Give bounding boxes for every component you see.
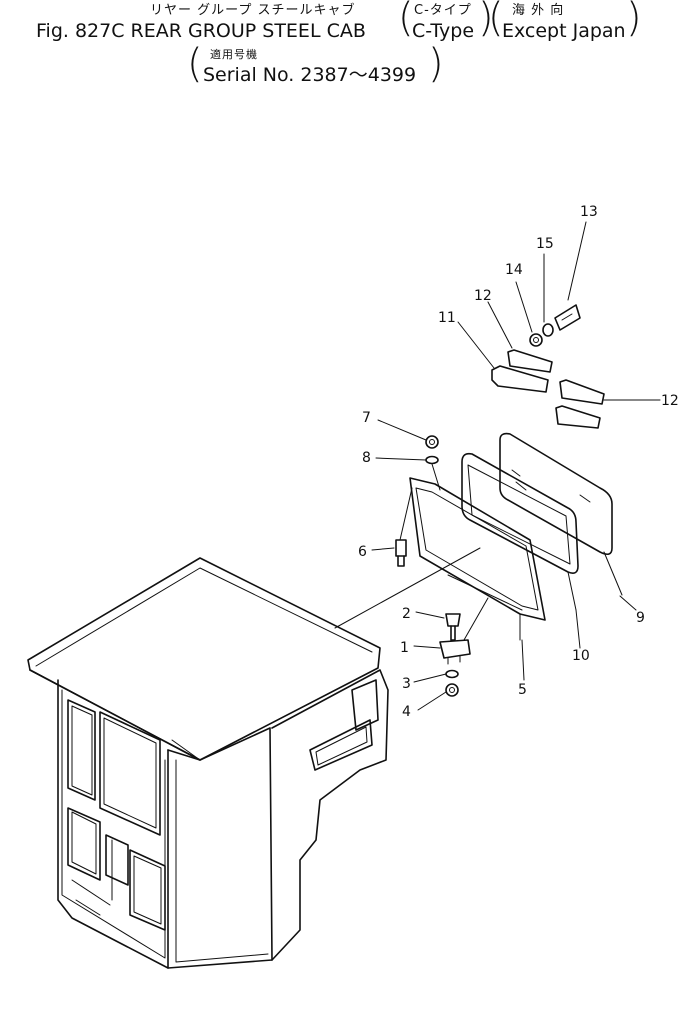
callout-15: 15: [536, 236, 554, 252]
callout-12a: 12: [474, 288, 492, 304]
callout-11: 11: [438, 310, 456, 326]
callout-6: 6: [358, 544, 367, 560]
paren-close-ctype: ): [478, 0, 494, 41]
ctype-label: C-Type: [412, 20, 475, 42]
callout-8: 8: [362, 450, 371, 466]
side-bolt: [395, 539, 407, 567]
callout-10: 10: [572, 648, 590, 664]
window-glass: [499, 432, 623, 596]
ctype-japanese: C-タイプ: [414, 3, 472, 18]
callout-4: 4: [402, 704, 411, 720]
title-japanese: リヤー グループ スチールキャブ: [150, 3, 356, 18]
callout-1: 1: [400, 640, 409, 656]
lower-fasteners: [439, 597, 489, 697]
callout-5: 5: [518, 682, 527, 698]
callout-14: 14: [505, 262, 523, 278]
figure-title: Fig. 827C REAR GROUP STEEL CAB: [36, 20, 366, 42]
seal-pads: [491, 349, 605, 429]
window-frame: [399, 477, 546, 641]
callout-13: 13: [580, 204, 598, 220]
callout-12b: 12: [661, 393, 679, 409]
market-label: Except Japan: [502, 20, 626, 42]
paren-close-market: ): [626, 0, 642, 41]
paren-open-serial: (: [187, 41, 203, 87]
callout-3: 3: [402, 676, 411, 692]
callout-7: 7: [362, 410, 371, 426]
paren-open-market: (: [488, 0, 504, 41]
callout-2: 2: [402, 606, 411, 622]
callout-9: 9: [636, 610, 645, 626]
callouts: 1 2 3 4 5 6 7 8 9 10 11 12 12 13 14 15: [358, 204, 679, 720]
window-seal: [461, 452, 579, 611]
serial-japanese: 適用号機: [210, 48, 258, 61]
paren-open-ctype: (: [398, 0, 414, 41]
cab-assembly: [27, 557, 389, 969]
leader-lines: [371, 221, 661, 711]
serial-label: Serial No. 2387～4399: [203, 64, 417, 86]
paren-close-serial: ): [428, 41, 444, 87]
bolt-set: [529, 304, 581, 347]
market-japanese: 海 外 向: [512, 3, 565, 18]
